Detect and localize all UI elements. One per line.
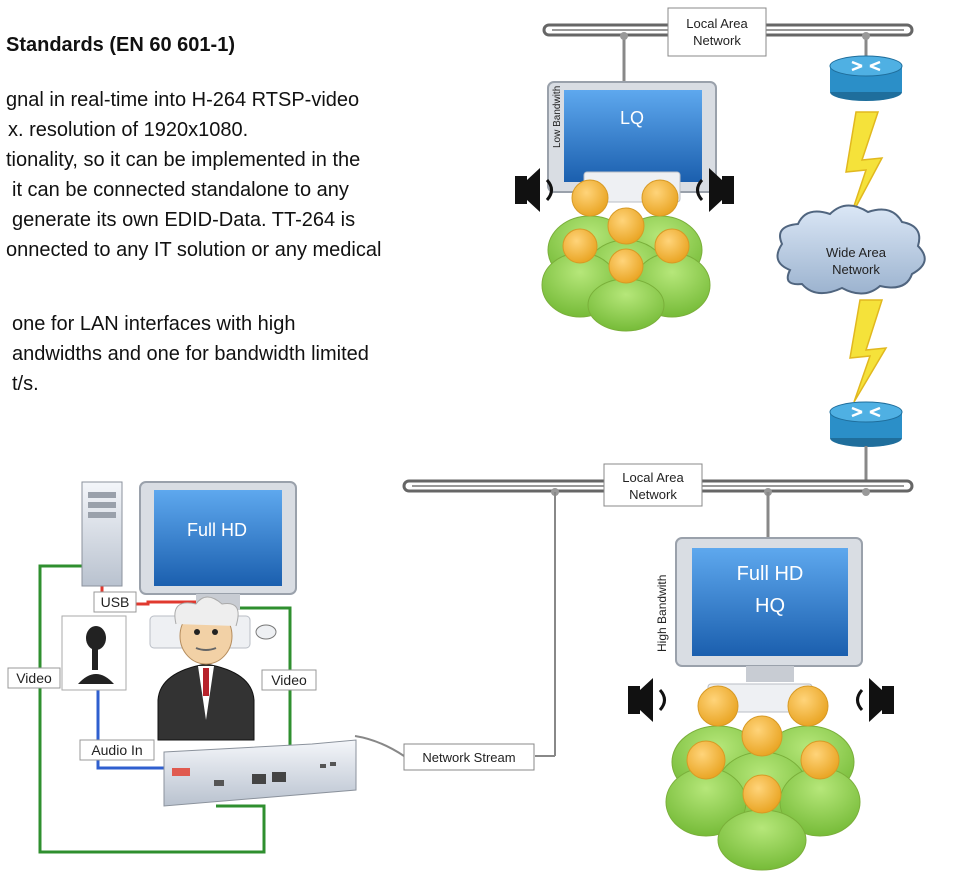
paragraph-line: andwidths and one for bandwidth limited bbox=[12, 343, 369, 365]
presenter-icon bbox=[157, 596, 255, 741]
network-stream-cable bbox=[354, 735, 405, 757]
router-top-icon bbox=[829, 55, 903, 101]
audio-in-label-text: Audio In bbox=[91, 742, 142, 758]
lan-top-connector bbox=[620, 32, 628, 40]
page-heading: Standards (EN 60 601-1) bbox=[6, 34, 235, 56]
lan-top-label: Local Area Network bbox=[667, 7, 767, 57]
usb-label: USB bbox=[93, 591, 137, 613]
lan-bottom-label: Local Area Network bbox=[603, 463, 703, 507]
paragraph-line: generate its own EDID-Data. TT-264 is bbox=[12, 209, 356, 231]
low-bandwidth-label: Low Bandwith bbox=[552, 86, 563, 148]
speaker-right-bottom bbox=[856, 678, 894, 722]
lan-bottom-label-text: Local Area bbox=[622, 470, 684, 485]
paragraph-line: tionality, so it can be implemented in t… bbox=[6, 149, 361, 171]
lan-top-label-text: Local Area bbox=[686, 16, 748, 31]
audio-in-label: Audio In bbox=[79, 739, 155, 761]
source-monitor: Full HD bbox=[139, 481, 297, 610]
lan-top-label-text: Network bbox=[693, 33, 741, 48]
paragraph-line: it can be connected standalone to any bbox=[12, 179, 349, 201]
video-right-label-text: Video bbox=[271, 672, 307, 688]
paragraph-line: one for LAN interfaces with high bbox=[12, 313, 296, 335]
high-bandwidth-label: High Bandwith bbox=[655, 575, 669, 652]
speaker-right-top bbox=[696, 168, 734, 212]
speaker-left-top bbox=[515, 168, 553, 212]
wan-cloud: Wide Area Network bbox=[776, 204, 926, 295]
video-left-label-text: Video bbox=[16, 670, 52, 686]
wan-label-text: Network bbox=[832, 262, 880, 277]
source-screen bbox=[154, 490, 282, 586]
lightning-top-icon bbox=[845, 111, 884, 219]
audience-top bbox=[541, 179, 711, 332]
paragraph-line: gnal in real-time into H-264 RTSP-video bbox=[6, 89, 360, 111]
lan-bottom-label-text: Network bbox=[629, 487, 677, 502]
network-stream-label-text: Network Stream bbox=[422, 750, 515, 765]
network-stream-label: Network Stream bbox=[403, 743, 535, 771]
paragraph-line: t/s. bbox=[12, 373, 39, 395]
hq-screen bbox=[692, 548, 848, 656]
usb-label-text: USB bbox=[101, 594, 130, 610]
speaker-left-bottom bbox=[628, 678, 666, 722]
hq-screen-label: HQ bbox=[755, 595, 785, 617]
paragraph-line: x. resolution of 1920x1080. bbox=[8, 119, 249, 141]
hq-monitor: Full HD HQ bbox=[675, 537, 863, 713]
wan-label-text: Wide Area bbox=[826, 245, 887, 260]
lq-screen bbox=[564, 90, 702, 182]
source-screen-label: Full HD bbox=[187, 520, 247, 540]
router-bottom-icon bbox=[829, 401, 903, 447]
lan-bottom-connector bbox=[862, 488, 870, 496]
microphone-icon bbox=[61, 615, 127, 691]
lq-monitor: LQ bbox=[547, 81, 717, 203]
pc-tower bbox=[81, 481, 123, 587]
lightning-bottom-icon bbox=[849, 299, 888, 403]
lan-top-connector bbox=[862, 32, 870, 40]
audience-bottom bbox=[665, 685, 861, 871]
hq-screen-label: Full HD bbox=[737, 563, 804, 585]
video-right-label: Video bbox=[261, 669, 317, 691]
video-cable-left bbox=[38, 564, 266, 854]
lq-screen-label: LQ bbox=[620, 108, 644, 128]
mouse-icon bbox=[255, 624, 277, 640]
encoder-device bbox=[163, 739, 357, 807]
video-left-label: Video bbox=[7, 667, 61, 689]
paragraph-line: onnected to any IT solution or any medic… bbox=[6, 239, 382, 261]
